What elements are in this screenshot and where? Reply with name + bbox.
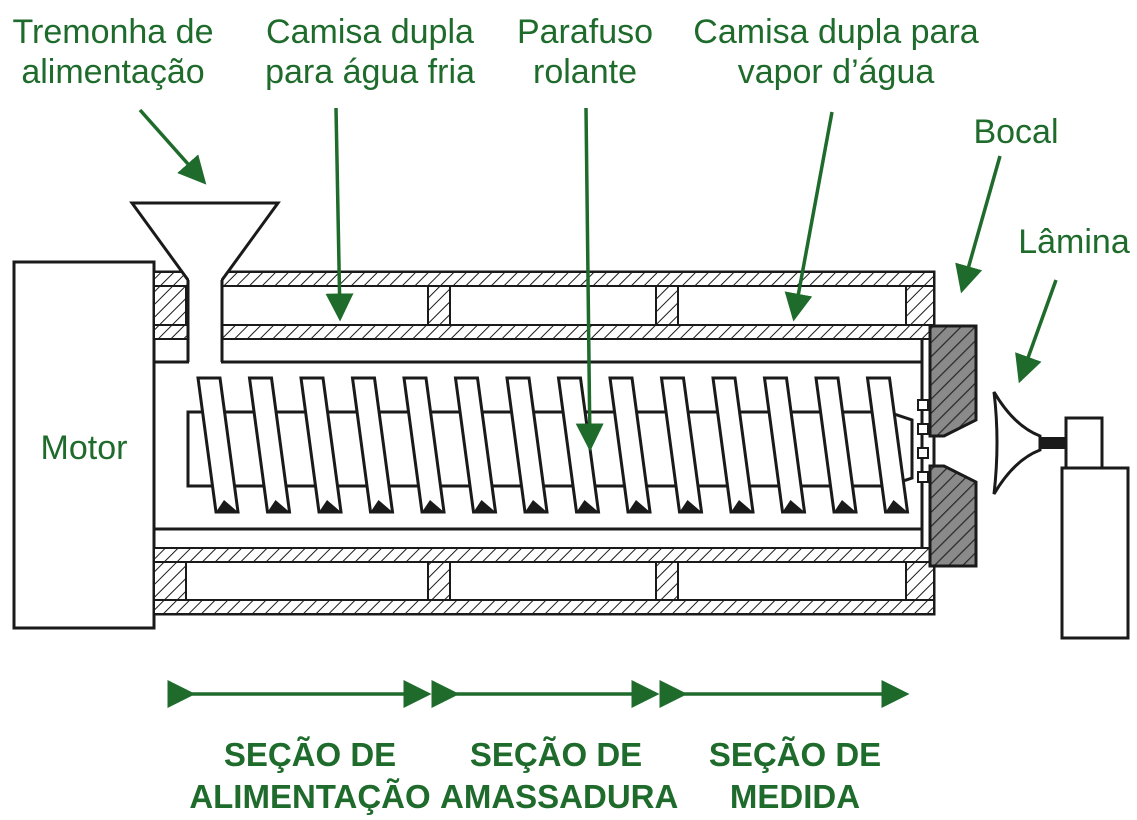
label-steam-jacket: Camisa dupla para vapor d’água (693, 13, 979, 91)
screw-flight-shadow (319, 500, 341, 512)
nozzle-arrow (955, 155, 1002, 294)
screw-flight-shadow (216, 500, 238, 512)
screw-flight-shadow (267, 500, 290, 512)
screw-flights (196, 376, 910, 514)
jacket-inner-wall-bottom (153, 547, 935, 563)
screw-flight-shadow (731, 500, 753, 512)
screw-flight-shadow (679, 500, 702, 512)
section-feed-label: SEÇÃO DE ALIMENTAÇÃO (189, 736, 431, 815)
cutting-blade (992, 391, 1130, 640)
screw-flight-shadow (885, 500, 908, 512)
label-nozzle: Bocal (973, 113, 1059, 151)
label-motor: Motor (40, 429, 128, 467)
die-nozzle (917, 324, 978, 568)
steam-jacket-arrow (784, 111, 834, 322)
label-cold-jacket: Camisa dupla para água fria (265, 13, 475, 91)
feed-hopper (129, 201, 281, 364)
blade-arrow (1015, 279, 1058, 384)
motor-box (12, 260, 156, 630)
jacket-inner-wall-top (153, 324, 935, 340)
label-blade: Lâmina (1018, 223, 1130, 261)
screw-flight-shadow (628, 500, 650, 512)
callout-arrows (138, 107, 1058, 452)
screw-arrow (575, 107, 604, 452)
cold-jacket-arrow (325, 107, 354, 322)
screw-flight-shadow (834, 500, 856, 512)
jacket-dividers (153, 285, 935, 601)
label-screw: Parafuso rolante (516, 13, 654, 91)
screw-flight-shadow (576, 500, 599, 512)
section-metering-label: SEÇÃO DE MEDIDA (708, 736, 882, 815)
screw-flight-shadow (422, 500, 444, 512)
screw-flight-shadow (782, 500, 805, 512)
label-hopper: Tremonha de alimentação (12, 13, 214, 91)
screw-flight-shadow (473, 500, 496, 512)
barrel-outer-wall-bottom (153, 599, 935, 615)
barrel-outer-wall-top (153, 271, 935, 287)
screw-flight-shadow (370, 500, 393, 512)
section-kneading-label: SEÇÃO DE AMASSADURA (440, 736, 679, 815)
screw-flight-shadow (525, 500, 547, 512)
hopper-arrow (138, 108, 207, 185)
